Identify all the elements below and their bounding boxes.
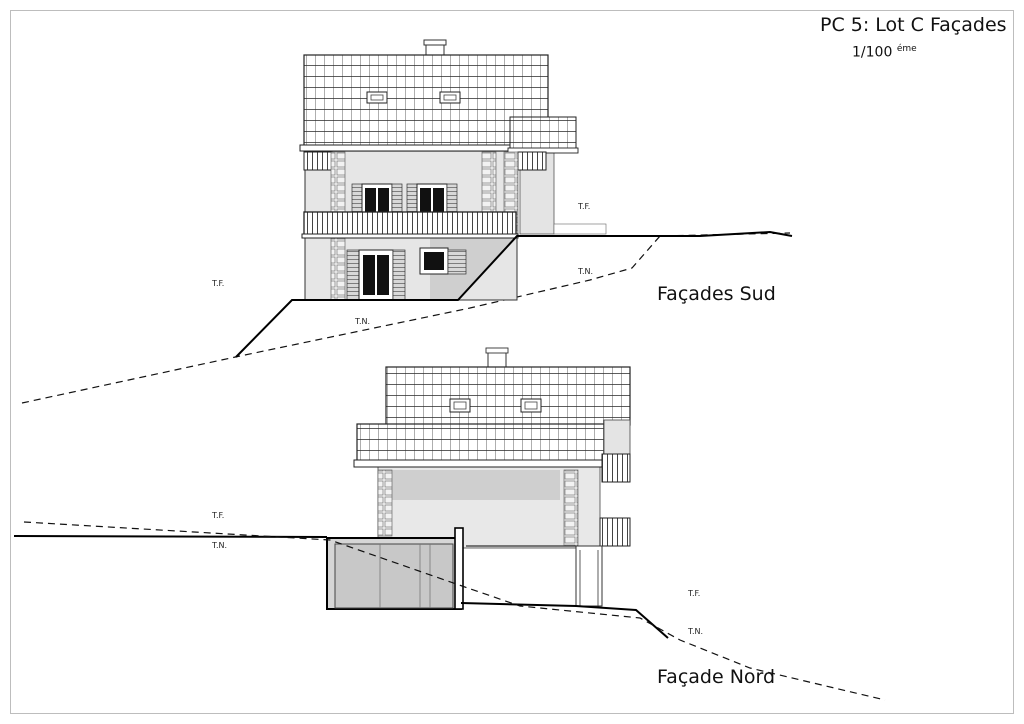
north-main-roof xyxy=(385,366,631,426)
sheet-title: PC 5: Lot C Façades xyxy=(820,14,1007,36)
south-side-roof xyxy=(509,116,577,152)
north-finished-terrain-line xyxy=(13,535,328,538)
north-facade xyxy=(13,347,886,701)
sheet-border xyxy=(10,10,1014,714)
south-main-balcony xyxy=(303,211,517,237)
south-tf-right-label: T.F. xyxy=(578,202,591,211)
sheet-scale: 1/100 éme xyxy=(852,44,917,61)
north-natural-terrain-line xyxy=(23,521,886,701)
south-tn-middle-label: T.N. xyxy=(355,317,371,326)
north-tn-right-label: T.N. xyxy=(688,627,704,636)
south-main-roof xyxy=(303,54,549,152)
scale-suffix: éme xyxy=(896,44,917,54)
south-facade-caption: Façades Sud xyxy=(657,283,776,305)
north-tf-left-label: T.F. xyxy=(212,511,225,520)
scale-ratio: 1/100 xyxy=(852,44,893,61)
south-tn-right-label: T.N. xyxy=(578,267,594,276)
south-natural-terrain-line xyxy=(21,232,791,404)
south-facade xyxy=(21,39,793,404)
north-tf-right-label: T.F. xyxy=(688,589,701,598)
north-tn-left-label: T.N. xyxy=(212,541,228,550)
south-finished-terrain-line xyxy=(235,230,793,358)
south-tf-left-label: T.F. xyxy=(212,279,225,288)
north-facade-caption: Façade Nord xyxy=(657,666,776,688)
